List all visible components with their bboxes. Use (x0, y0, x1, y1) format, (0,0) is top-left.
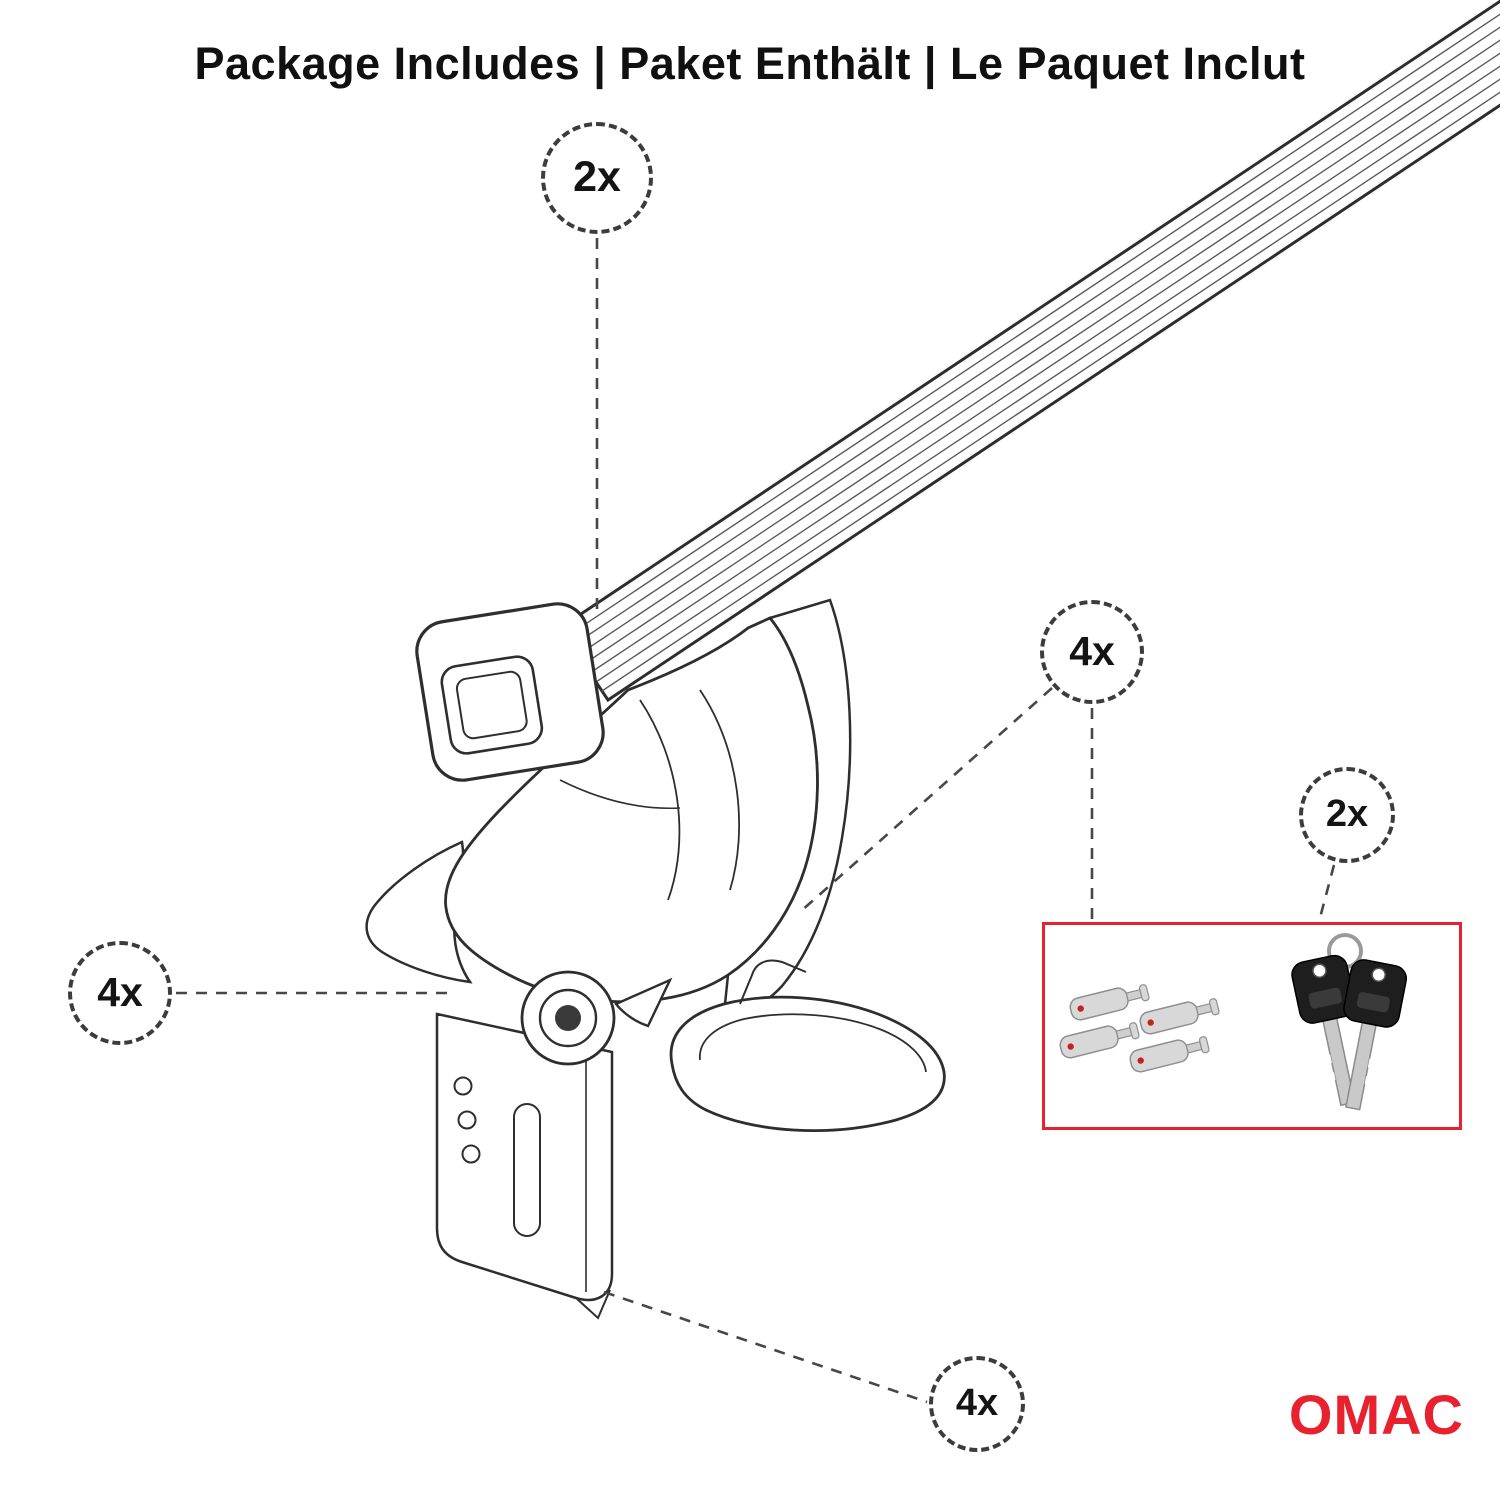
key-icon (1343, 959, 1407, 1111)
callout-label: 2x (1325, 792, 1369, 835)
callout-keys-qty: 2x (1299, 767, 1395, 863)
lock-hardware-photo (1059, 933, 1407, 1111)
lock-cylinders (1059, 984, 1220, 1073)
callout-feet-qty: 4x (68, 941, 172, 1045)
crossbar-end-cap (415, 602, 605, 782)
callout-crossbar-qty: 2x (541, 122, 653, 234)
leader-keys (1310, 864, 1336, 949)
callout-label: 4x (1069, 627, 1115, 674)
callout-label: 2x (573, 152, 621, 201)
omac-logo: OMAC (1288, 1383, 1464, 1446)
crossbar (557, 0, 1500, 703)
leader-lockbolts-diagonal (799, 687, 1053, 913)
keys (1291, 933, 1407, 1111)
foot-tower (444, 616, 819, 1004)
key-icon (1291, 954, 1356, 1107)
callout-label: 4x (955, 1381, 999, 1424)
lock-cylinder-icon (1129, 1036, 1210, 1073)
callout-clamps-qty: 4x (929, 1356, 1025, 1452)
clamp-plate (435, 1012, 614, 1320)
callout-label: 4x (97, 968, 143, 1015)
lock-cylinder-icon (1139, 998, 1220, 1035)
leader-clamps (603, 1290, 928, 1404)
crossbar-ridges (565, 13, 1500, 692)
lock-cylinder-icon (1069, 984, 1150, 1021)
callout-lockbolts-qty: 4x (1040, 600, 1144, 704)
page-title: Package Includes | Paket Enthält | Le Pa… (194, 38, 1306, 89)
lock-hardware-box (1042, 922, 1462, 1130)
lock-cylinder-icon (1059, 1022, 1140, 1059)
hex-bolt (520, 970, 673, 1066)
pointer-flag (614, 977, 673, 1028)
foot-pad (669, 959, 946, 1132)
